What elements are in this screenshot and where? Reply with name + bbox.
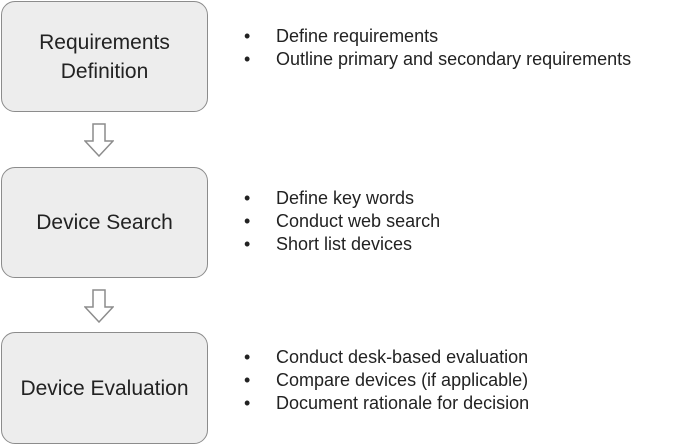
bullet-text: Compare devices (if applicable)	[276, 370, 529, 390]
bullet-icon: •	[244, 49, 251, 69]
step-label: Device Evaluation	[20, 376, 189, 400]
list-item: • Short list devices	[244, 233, 440, 256]
list-item: • Define key words	[244, 187, 440, 210]
bullet-text: Define requirements	[276, 26, 439, 46]
down-arrow-icon	[84, 289, 114, 323]
step-box-device-search: Device Search	[1, 167, 208, 278]
bullet-text: Document rationale for decision	[276, 393, 530, 413]
step-3-bullet-list: • Conduct desk-based evaluation • Compare …	[244, 346, 529, 415]
down-arrow-icon	[84, 123, 114, 157]
bullet-text: Conduct desk-based evaluation	[276, 347, 529, 367]
bullet-text: Conduct web search	[276, 211, 441, 231]
bullet-text: Short list devices	[276, 234, 413, 254]
list-item: • Define requirements	[244, 25, 631, 48]
list-item: • Conduct desk-based evaluation	[244, 346, 529, 369]
bullet-text: Define key words	[276, 188, 415, 208]
bullet-icon: •	[244, 211, 251, 231]
list-item: • Document rationale for decision	[244, 392, 529, 415]
step-1-bullet-list: • Define requirements • Outline primary an…	[244, 25, 631, 71]
list-item: • Outline primary and secondary requireme…	[244, 48, 631, 71]
step-box-requirements-definition: Requirements Definition	[1, 1, 208, 112]
list-item: • Compare devices (if applicable)	[244, 369, 529, 392]
step-2-bullet-list: • Define key words • Conduct web search • S…	[244, 187, 440, 256]
bullet-icon: •	[244, 188, 251, 208]
bullet-text: Outline primary and secondary requiremen…	[276, 49, 632, 69]
bullet-icon: •	[244, 393, 251, 413]
step-label: Device Search	[36, 211, 173, 234]
bullet-icon: •	[244, 370, 251, 390]
step-label: Requirements Definition	[39, 30, 170, 83]
step-box-device-evaluation: Device Evaluation	[1, 332, 208, 444]
bullet-icon: •	[244, 234, 251, 254]
list-item: • Conduct web search	[244, 210, 440, 233]
bullet-icon: •	[244, 26, 251, 46]
bullet-icon: •	[244, 347, 251, 367]
